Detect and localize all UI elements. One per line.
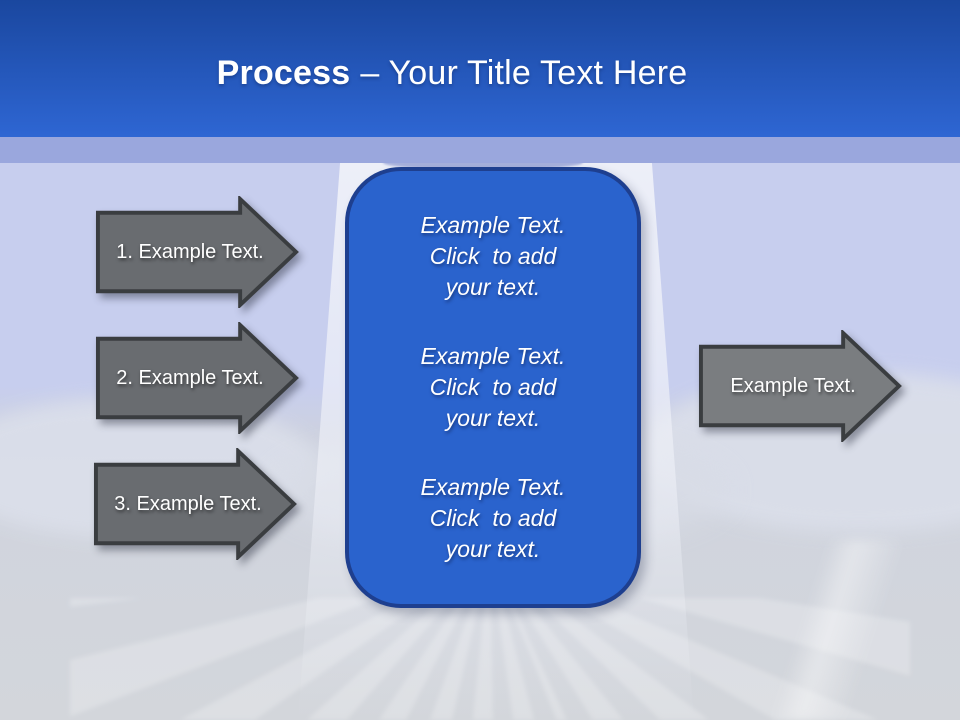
result-arrow-label: Example Text. — [730, 374, 856, 397]
slide-title-emphasis: Process — [216, 54, 351, 92]
background-light-rays — [70, 598, 910, 720]
process-step-arrow-1[interactable]: 1. Example Text. — [95, 196, 299, 308]
process-step-arrow-3[interactable]: 3. Example Text. — [93, 448, 297, 560]
background-streak — [580, 540, 960, 720]
right-arrow-shape-icon — [95, 322, 299, 434]
process-step-arrow-2[interactable]: 2. Example Text. — [95, 322, 299, 434]
right-arrow-shape-icon — [698, 330, 902, 442]
panel-paragraph-2[interactable]: Example Text. Click to add your text. — [420, 343, 566, 431]
title-banner — [0, 0, 960, 137]
right-arrow-shape-icon — [93, 448, 297, 560]
panel-paragraph-3[interactable]: Example Text. Click to add your text. — [420, 474, 566, 562]
slide-title: Process– Your Title Text Here — [0, 54, 904, 93]
panel-paragraph-1[interactable]: Example Text. Click to add your text. — [420, 212, 566, 300]
process-result-arrow[interactable]: Example Text. — [698, 330, 902, 442]
step-1-label: 1. Example Text. — [116, 240, 264, 263]
step-3-label: 3. Example Text. — [114, 492, 262, 515]
header-accent-band — [0, 137, 960, 163]
step-2-label: 2. Example Text. — [116, 366, 264, 389]
process-detail-panel[interactable]: Example Text. Click to add your text. Ex… — [345, 167, 641, 608]
right-arrow-shape-icon — [95, 196, 299, 308]
slide-title-rest: – Your Title Text Here — [360, 54, 688, 92]
